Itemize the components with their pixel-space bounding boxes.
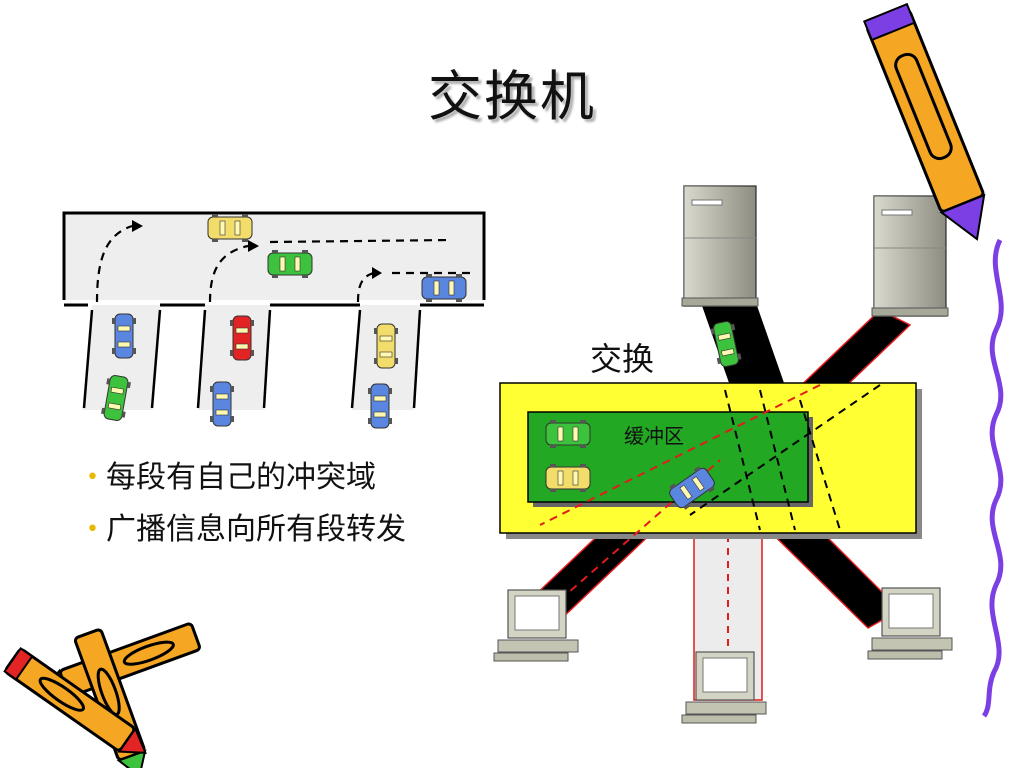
bullet-text: 广播信息向所有段转发 bbox=[106, 512, 406, 547]
car-icon bbox=[421, 273, 467, 303]
road-illustration bbox=[62, 211, 486, 429]
crayon-icon bbox=[3, 622, 201, 768]
buffer-label: 缓冲区 bbox=[624, 424, 684, 448]
car-icon bbox=[267, 249, 313, 279]
car-icon bbox=[111, 313, 137, 359]
server-icon bbox=[681, 185, 759, 307]
server-icon bbox=[871, 195, 949, 317]
squiggle-line bbox=[981, 238, 1004, 718]
slide-title: 交换机 bbox=[428, 65, 596, 128]
car-icon bbox=[545, 463, 591, 493]
bullet-item: •每段有自己的冲突域 bbox=[86, 460, 376, 495]
switch-illustration bbox=[493, 185, 953, 724]
bullet-list: •每段有自己的冲突域 •广播信息向所有段转发 bbox=[84, 452, 406, 556]
car-icon bbox=[367, 383, 393, 429]
bullet-text: 每段有自己的冲突域 bbox=[106, 460, 376, 495]
car-icon bbox=[545, 419, 591, 449]
car-icon bbox=[207, 213, 253, 243]
car-icon bbox=[209, 381, 235, 427]
bullet-item: •广播信息向所有段转发 bbox=[86, 512, 406, 547]
car-icon bbox=[373, 323, 399, 369]
switch-label: 交换 bbox=[590, 340, 655, 378]
pencil-icon bbox=[862, 2, 986, 241]
car-icon bbox=[229, 315, 255, 361]
computer-icon bbox=[493, 589, 579, 662]
